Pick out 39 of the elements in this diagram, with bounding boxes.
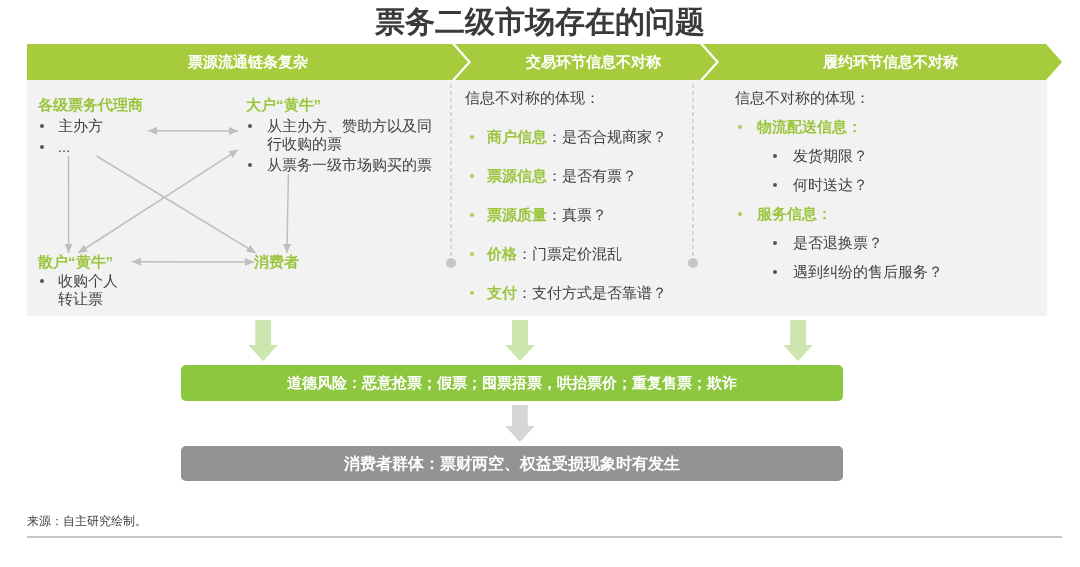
double-arrow (147, 126, 239, 136)
outcome-banner: 消费者群体：票财两空、权益受损现象时有发生 (181, 446, 843, 481)
arrow (64, 155, 73, 254)
arrow (95, 155, 257, 254)
block-arrow (783, 320, 813, 361)
bullet-text: 支付：支付方式是否靠谱？ (487, 284, 667, 302)
diagram-title: 票务二级市场存在的问题 (375, 6, 705, 38)
source-note: 来源：自主研究绘制。 (27, 514, 147, 529)
intro-text: 信息不对称的体现： (465, 89, 600, 107)
arrow (283, 173, 292, 254)
bullet-text: 从主办方、赞助方以及同行收购的票 (267, 117, 432, 153)
bullet-text: 收购个人转让票 (58, 272, 119, 308)
bullet-text: 商户信息：是否合规商家？ (487, 128, 667, 146)
section-heading: 服务信息： (757, 205, 832, 223)
block-arrow (505, 320, 535, 361)
risk-banner: 道德风险：恶意抢票；假票；囤票捂票，哄抬票价；重复售票；欺诈 (181, 365, 843, 401)
bullet-text: 从票务一级市场购买的票 (267, 156, 432, 174)
banner-heading: 交易环节信息不对称 (526, 53, 661, 71)
bullet-text: 遇到纠纷的售后服务？ (793, 263, 943, 281)
banner-heading: 票源流通链条复杂 (187, 53, 308, 71)
bullet-text: 是否退换票？ (793, 234, 883, 252)
intro-text: 信息不对称的体现： (735, 89, 870, 107)
node-heading: 大户“黄牛” (246, 96, 321, 114)
bullet-text: 发货期限？ (793, 147, 868, 165)
section-heading: 物流配送信息： (757, 118, 862, 136)
double-arrow (77, 149, 239, 254)
bullet-text: 主办方 (58, 117, 103, 135)
banner-heading: 履约环节信息不对称 (823, 53, 958, 71)
block-arrow (504, 405, 535, 442)
node-label: 消费者 (254, 253, 299, 271)
bullet-text: ... (58, 138, 71, 156)
bullet-text: 票源质量：真票？ (487, 206, 607, 224)
bullet-text: 何时送达？ (793, 176, 868, 194)
double-arrow (131, 257, 255, 266)
node-heading: 散户“黄牛” (38, 253, 113, 271)
block-arrow (248, 320, 279, 361)
bullet-text: 票源信息：是否有票？ (487, 167, 637, 185)
node-heading: 各级票务代理商 (38, 96, 143, 114)
bullet-text: 价格：门票定价混乱 (487, 245, 622, 263)
